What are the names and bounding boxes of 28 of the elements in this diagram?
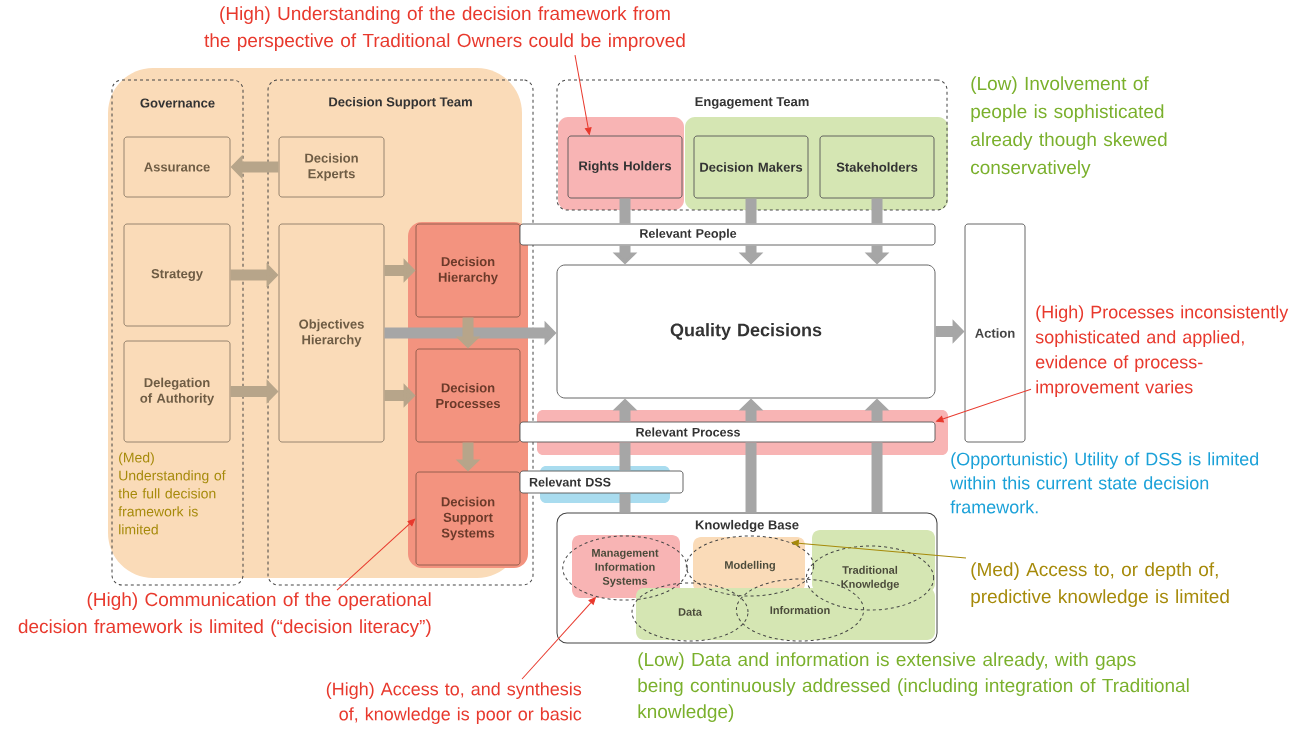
process-box: Decision Support Systems — [415, 471, 521, 566]
outcome-box: Quality Decisions — [556, 264, 936, 399]
annotation-text: (High) Communication of the operational decision framework is limited (“decision literacy”) — [18, 592, 431, 637]
process-box: Delegation of Authority — [123, 340, 231, 443]
leader-line — [521, 597, 596, 680]
leader-line — [791, 539, 967, 559]
process-box: Decision Processes — [415, 348, 521, 443]
process-box: Decision Hierarchy — [415, 223, 521, 318]
annotation-text: (Low) Involvement of people is sophisticated already though skewed conservatively — [971, 76, 1167, 178]
process-box: Action — [964, 223, 1026, 443]
band: Relevant People — [519, 223, 936, 246]
process-box: Assurance — [123, 136, 231, 198]
annotation-text: (Low) Data and information is extensive already, with gaps being continuously addressed (including integration of Traditional knowledge) — [638, 652, 1189, 722]
process-box: Decision Makers — [693, 135, 809, 199]
leader-line — [936, 388, 1032, 423]
annotation-text: (High) Understanding of the decision framework from the perspective of Traditional Owners could be improved — [204, 6, 685, 51]
leader-line — [574, 54, 592, 135]
annotation-text: (Opportunistic) Utility of DSS is limited within this current state decision framework. — [950, 452, 1259, 514]
process-box: Decision Experts — [278, 136, 385, 198]
process-box: Stakeholders — [819, 135, 935, 199]
band: Relevant DSS — [519, 470, 684, 494]
process-box: Strategy — [123, 223, 231, 327]
process-box: Objectives Hierarchy — [278, 223, 385, 443]
band: Relevant Process — [519, 421, 936, 443]
annotation-text: (Med) Access to, or depth of, predictive knowledge is limited — [971, 562, 1229, 607]
annotation-text: (High) Processes inconsistently sophisticated and applied, evidence of process-improvement varies — [1035, 305, 1289, 397]
annotation-text: (High) Access to, and synthesis of, knowledge is poor or basic — [326, 682, 582, 724]
process-box: Rights Holders — [567, 135, 683, 199]
